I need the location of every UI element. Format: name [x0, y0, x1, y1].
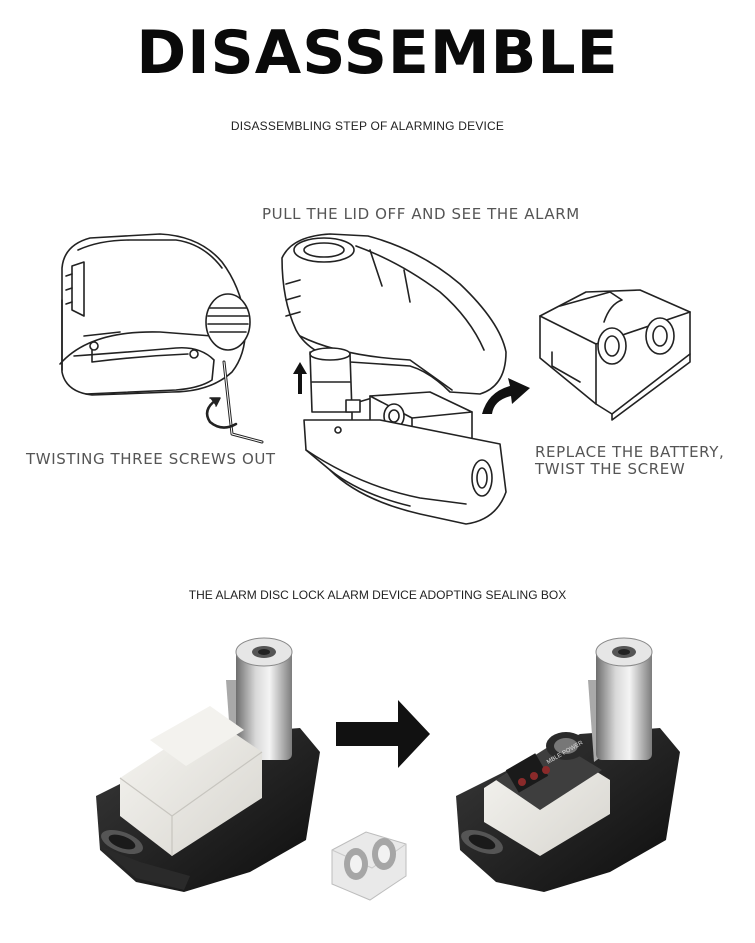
page-subtitle: DISASSEMBLING STEP OF ALARMING DEVICE: [230, 119, 505, 133]
allen-key-illustration: [222, 360, 264, 444]
right-arrow-icon: [336, 700, 430, 768]
step-twist-screws-label: TWISTING THREE SCREWS OUT: [26, 450, 276, 468]
photo-caption: THE ALARM DISC LOCK ALARM DEVICE ADOPTIN…: [188, 588, 567, 602]
page-title: DISASSEMBLE: [136, 18, 619, 88]
curved-arrow-icon: [482, 378, 530, 414]
battery-block-photo: [331, 831, 407, 901]
step-replace-battery-line2: TWIST THE SCREW: [535, 460, 686, 478]
opened-lock-photo: [456, 637, 680, 892]
exploded-lock-illustration: [281, 233, 507, 525]
step-replace-battery-label: REPLACE THE BATTERY, TWIST THE SCREW: [535, 444, 724, 478]
closed-lock-illustration: [59, 233, 251, 396]
step-pull-lid-label: PULL THE LID OFF AND SEE THE ALARM: [262, 205, 580, 223]
disassembly-diagram: [59, 233, 691, 525]
sealing-box-photos: MBLE POWER: [96, 637, 680, 901]
rotate-arrow-icon: [205, 397, 238, 429]
up-arrow-icon: [293, 362, 307, 394]
battery-holder-illustration: [539, 289, 691, 421]
sealed-lock-photo: [96, 637, 320, 892]
step-replace-battery-line1: REPLACE THE BATTERY,: [535, 443, 725, 461]
